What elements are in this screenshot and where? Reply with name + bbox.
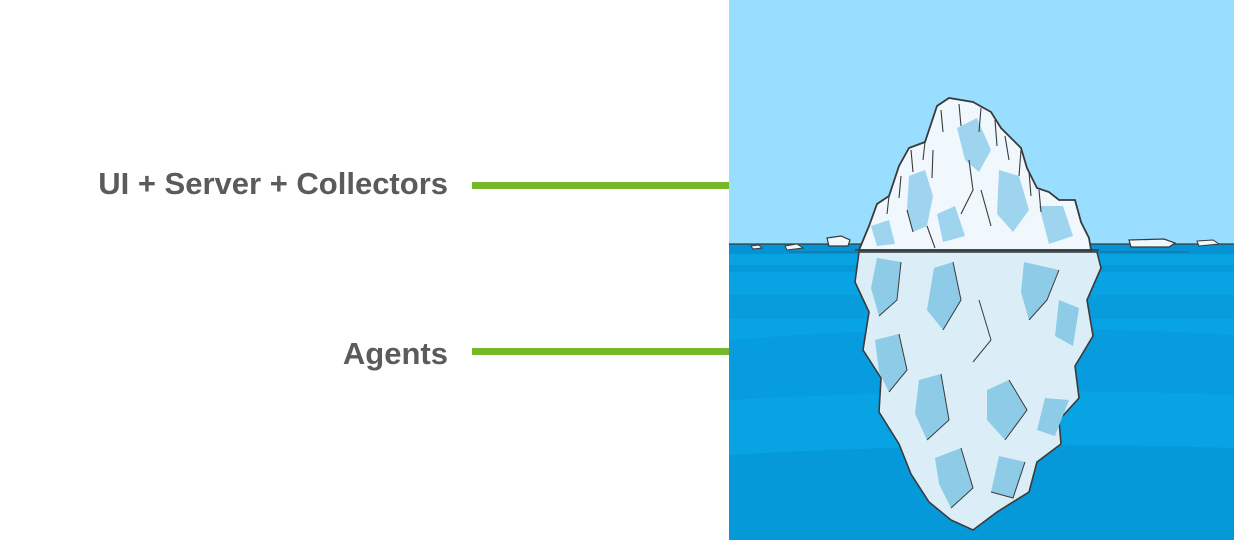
ice-shadow xyxy=(871,220,895,246)
ice-shadow xyxy=(935,448,973,508)
ice-shadow xyxy=(937,206,965,242)
label-agents: Agents xyxy=(342,336,448,371)
ice-shadow xyxy=(997,170,1029,232)
ice-shadow xyxy=(1037,398,1069,436)
ice-shadow xyxy=(927,262,961,330)
ice-chunk xyxy=(784,243,805,251)
ice-chunk xyxy=(1196,239,1221,247)
ice-shadow xyxy=(907,170,933,232)
iceberg-illustration xyxy=(729,0,1234,540)
ice-chunk xyxy=(826,235,851,247)
label-ui-server-collectors: UI + Server + Collectors xyxy=(98,166,448,201)
ice-shadow xyxy=(1055,300,1079,346)
ice-shadow xyxy=(871,258,901,316)
ice-chunk xyxy=(1128,238,1177,248)
ice-shadow xyxy=(915,374,949,440)
ice-cracks xyxy=(878,261,1060,509)
ice-chunk xyxy=(750,244,764,250)
ice-shadow xyxy=(1021,262,1059,320)
iceberg-submerged xyxy=(854,251,1102,531)
ice-shadow xyxy=(987,380,1027,440)
ice-shadow xyxy=(875,334,907,392)
ice-drips xyxy=(886,103,1042,249)
ice-shadow xyxy=(1039,206,1073,244)
ice-shadow xyxy=(957,118,991,172)
